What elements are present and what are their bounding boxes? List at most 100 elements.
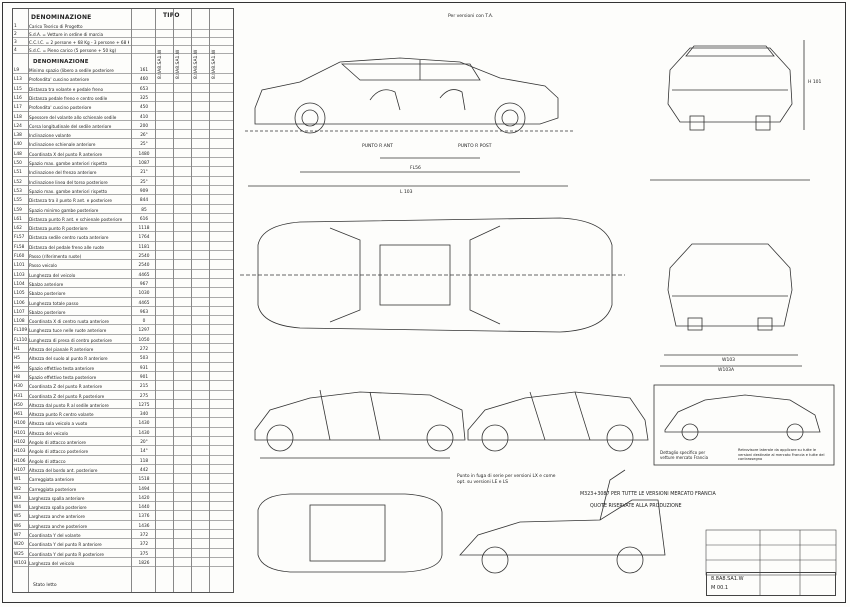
row-desc: Minimo spazio (libero a sedile posterior…: [29, 68, 114, 73]
small-top-view: [257, 493, 443, 573]
row-desc: Coordinata X di centro ruota anteriore: [29, 319, 109, 325]
row-value: 14°: [140, 449, 148, 455]
row-desc: Distanza pedale freno e centro sedile: [29, 95, 108, 101]
row-value: 2540: [138, 254, 150, 259]
note-france: Dettaglio specifico per vetture mercato …: [660, 450, 709, 460]
row-desc: Coordinata Y del volante: [29, 533, 81, 538]
table-row: L61 Distanza punto R ant. e schienale pos…: [13, 216, 233, 224]
load-desc: S.d.C. = Pieno carico (5 persone + 50 kg…: [29, 48, 117, 53]
row-value: 4465: [138, 300, 150, 306]
row-desc: Spazio effettivo testa anteriore: [29, 365, 95, 371]
row-desc: Spazio max. gambe anteriori rispetto: [29, 161, 108, 166]
table-subheader: DENOMINAZIONE: [33, 59, 89, 65]
small-side-view: [653, 384, 835, 466]
row-desc: Passo veicolo: [29, 263, 57, 269]
row-code: L38: [14, 133, 22, 139]
label-fl56: FL56: [410, 166, 421, 171]
row-value: 1420: [138, 495, 150, 501]
row-code: L108: [14, 319, 25, 325]
row-code: H100: [14, 421, 26, 427]
row-code: L13: [14, 77, 22, 83]
note-mirror: Retrovisore laterale da applicare su tut…: [738, 448, 825, 461]
title-block-ref: M 00.1: [711, 585, 729, 591]
row-desc: Sbalzo anteriore: [29, 281, 64, 287]
row-desc: Coordinata Z del punto R anteriore: [29, 384, 103, 390]
row-desc: Larghezza spalla posteriore: [29, 505, 87, 511]
table-row: L106 Lunghezza totale passo 4465: [13, 300, 233, 307]
load-code: 4: [14, 48, 17, 53]
col-divider: [209, 9, 210, 592]
col-divider: [173, 9, 174, 592]
row-code: L24: [14, 123, 22, 129]
row-value: 1030: [138, 291, 150, 297]
row-value: 967: [139, 281, 149, 287]
row-desc: Spazio minimo gambe posteriore: [29, 207, 99, 213]
seating-section-right: [467, 391, 649, 452]
row-desc: Coordinata Z del punto R posteriore: [29, 393, 105, 399]
convertible-side-view: [459, 469, 666, 574]
load-row: 4 S.d.C. = Pieno carico (5 persone + 50 k…: [13, 47, 233, 55]
row-code: H103: [14, 449, 26, 455]
row-value: 372: [139, 533, 149, 538]
row-code: L51: [14, 170, 22, 176]
row-value: 340: [139, 412, 149, 418]
label-punto-r-post: PUNTO R POST: [458, 144, 492, 149]
row-code: L105: [14, 291, 25, 297]
row-value: 4465: [138, 272, 150, 278]
load-desc: Carico Teorico di Progetto: [29, 24, 83, 29]
row-code: W20: [14, 542, 24, 548]
row-value: 410: [139, 114, 149, 120]
row-value: 503: [139, 356, 149, 362]
col-divider: [191, 9, 192, 592]
row-code: FL60: [14, 254, 25, 259]
load-code: 3: [14, 40, 17, 45]
row-code: L61: [14, 216, 22, 222]
row-value: 118: [139, 458, 149, 464]
title-block: 8.8A8.SA1.W M 00.1: [706, 572, 836, 596]
front-view: [650, 40, 810, 181]
row-code: H61: [14, 412, 23, 418]
row-desc: Distanza tra il punto R ant. e posterior…: [29, 198, 112, 204]
row-code: FL57: [14, 235, 25, 241]
row-value: 215: [139, 384, 149, 390]
col-divider: [131, 9, 132, 592]
row-desc: Inclinazione schienale anteriore: [29, 142, 96, 148]
row-desc: Inclinazione del frenzo anteriore: [29, 170, 97, 176]
row-code: L16: [14, 95, 22, 101]
row-code: L106: [14, 300, 25, 306]
row-desc: Distanza punto R ant. e schienale poster…: [29, 216, 123, 222]
row-code: H101: [14, 430, 26, 436]
row-value: 909: [139, 188, 149, 194]
load-code: 2: [14, 32, 17, 37]
row-value: 442: [139, 467, 149, 473]
row-code: L53: [14, 188, 22, 194]
row-desc: Lunghezza totale passo: [29, 300, 79, 306]
row-code: W103: [14, 560, 27, 566]
row-code: L40: [14, 142, 22, 148]
row-desc: Carreggiata posteriore: [29, 486, 77, 492]
row-code: L52: [14, 179, 22, 185]
